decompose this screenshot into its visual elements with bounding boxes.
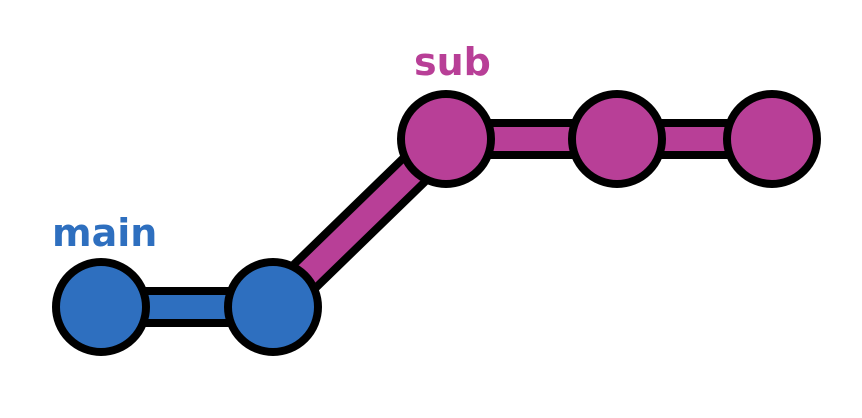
main-branch-label: main xyxy=(52,211,157,255)
commit-node-sub-2 xyxy=(568,90,666,188)
commit-node-sub-1 xyxy=(397,90,495,188)
nodes-layer xyxy=(52,90,821,356)
commit-node-sub-3 xyxy=(723,90,821,188)
commit-node-main-1 xyxy=(52,258,150,356)
commit-node-main-2 xyxy=(224,258,322,356)
sub-branch-label: sub xyxy=(414,40,491,84)
